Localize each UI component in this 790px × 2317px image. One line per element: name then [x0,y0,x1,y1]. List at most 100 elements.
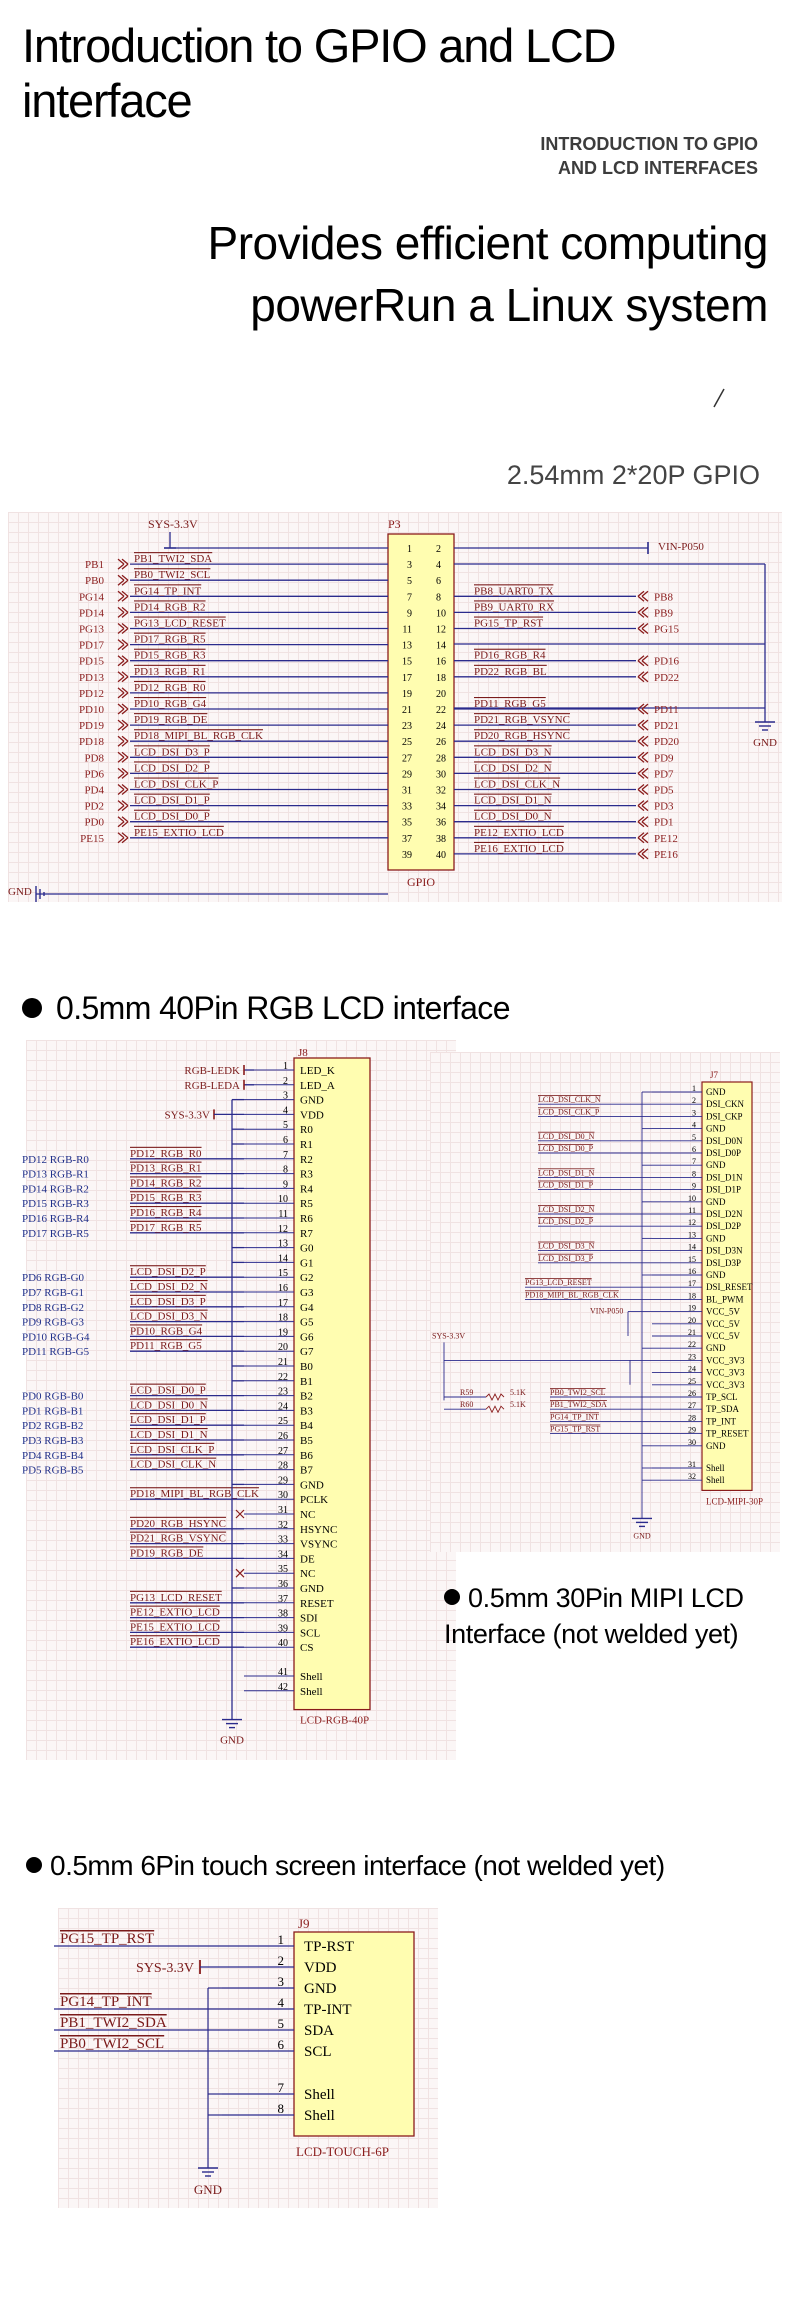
rgb-alias: PD15 RGB-R3 [22,1198,89,1210]
gpio-right-port [637,590,649,602]
gpio-right-port [637,832,649,844]
section-subtitle: INTRODUCTION TO GPIO AND LCD INTERFACES [540,132,758,180]
gpio-pin-number: 16 [436,657,446,668]
mipi-pin-number: 29 [688,1426,696,1435]
rgb-pin-number: 26 [278,1431,288,1442]
mipi-pin-name: TP_SDA [706,1404,740,1414]
rgb-pin-number: 14 [278,1253,288,1264]
gpio-left-net: LCD_DSI_D1_P [134,795,210,807]
rgb-alias: PD1 RGB-B1 [22,1405,83,1417]
mipi-net: LCD_DSI_D0_N [538,1132,595,1141]
rgb-net: PG13_LCD_RESET [130,1592,222,1604]
gpio-left-port-label: PD10 [79,704,105,716]
gpio-left-port [117,671,129,683]
rgb-nc-mark [235,1509,245,1519]
mipi-pin-number: 19 [688,1304,696,1313]
gpio-left-port [117,784,129,795]
gpio-left-port [117,719,129,731]
mipi-pin-number: 2 [692,1096,696,1105]
gpio-pin-number: 12 [436,625,446,636]
gpio-pin-number: 13 [402,641,412,652]
gpio-pin-number: 22 [436,705,446,716]
rgb-pin-number: 3 [283,1091,288,1102]
gpio-left-port [117,751,129,763]
gpio-right-port-label: PD11 [654,704,679,716]
mipi-pin-name: GND [706,1441,726,1451]
mipi-pin-name: TP_SCL [706,1392,738,1402]
gpio-left-port [117,767,129,779]
rgb-pin-number: 5 [283,1120,288,1131]
mipi-ref: J7 [710,1070,719,1080]
gpio-pin-number: 25 [402,737,412,748]
mipi-pin-name: BL_PWM [706,1294,744,1304]
gpio-right-port-label: PB9 [654,607,673,619]
gpio-left-port [117,687,129,699]
rgb-net: PD16_RGB_R4 [130,1207,202,1219]
mipi-pin-name: GND [706,1160,726,1170]
rgb-pin-number: 4 [283,1105,288,1116]
mipi-pin-number: 24 [688,1365,696,1374]
gpio-pin-number: 31 [402,786,412,797]
touch-name: LCD-TOUCH-6P [296,2144,389,2159]
mipi-pin-number: 4 [692,1121,696,1130]
gpio-left-port-label: PD18 [79,736,105,748]
mipi-pin-name: DSI_D0N [706,1136,743,1146]
rgb-net: LCD_DSI_D3_N [130,1311,208,1323]
rgb-pin-number: 40 [278,1638,288,1649]
gpio-right-port-label: PD22 [654,672,679,684]
touch-pin-number: 6 [278,2037,285,2052]
rgb-net: PD14_RGB_R2 [130,1177,202,1189]
subtitle-line-2: AND LCD INTERFACES [557,158,758,178]
rgb-pin-name: CS [300,1642,313,1654]
gpio-right-net: PD20_RGB_HSYNC [474,730,570,742]
rgb-pin-number: 17 [278,1298,288,1309]
rgb-pin-name: VDD [300,1109,324,1121]
gpio-right-net: LCD_DSI_D1_N [474,795,552,807]
rgb-alias: PD8 RGB-G2 [22,1302,84,1314]
gpio-right-port [637,767,649,779]
mipi-pin-name: DSI_D2N [706,1209,743,1219]
rgb-caption: 0.5mm 40Pin RGB LCD interface [56,990,511,1026]
rgb-pin-name: R7 [300,1228,313,1240]
rgb-nc-mark [235,1568,245,1578]
rgb-net: PE16_EXTIO_LCD [130,1636,220,1648]
mipi-pin-name: TP_INT [706,1416,736,1426]
gpio-pin-number: 39 [402,850,412,861]
mipi-pin-number: 8 [692,1169,696,1178]
gpio-right-net: PE16_EXTIO_LCD [474,843,564,855]
gpio-left-port-label: PB1 [85,559,104,571]
rgb-pin-name: G6 [300,1331,314,1343]
mipi-pin-number: 16 [688,1267,696,1276]
touch-net: SYS-3.3V [136,1961,194,1976]
gpio-left-port-label: PD2 [84,801,104,813]
mipi-pin-number: 18 [688,1291,696,1300]
rgb-pin-number: 42 [278,1682,288,1693]
mipi-net: PG15_TP_RST [550,1425,600,1434]
mipi-res-value: 5.1K [510,1400,526,1409]
touch-pin-number: 7 [278,2080,285,2095]
mipi-net: LCD_DSI_CLK_P [538,1107,600,1116]
gpio-right-net: PD16_RGB_R4 [474,650,546,662]
gpio-right-net: PD11_RGB_G5 [474,698,546,710]
mipi-body [701,1081,753,1491]
mipi-pin-name: DSI_D3N [706,1246,743,1256]
gpio-pin-number: 40 [436,850,446,861]
rgb-pin-number: 21 [278,1357,288,1368]
rgb-net: PD18_MIPI_BL_RGB_CLK [130,1488,259,1500]
gpio-right-net: LCD_DSI_D0_N [474,811,552,823]
mipi-pin-number: 31 [688,1460,696,1469]
gpio-left-net: PD17_RGB_R5 [134,634,206,646]
gpio-right-port [637,816,649,828]
rgb-pin-name: B7 [300,1465,313,1477]
mipi-gnd-label: GND [633,1531,651,1540]
rgb-pin-name: GND [300,1095,324,1107]
gpio-right-port [637,848,649,860]
gpio-left-net: PG14_TP_INT [134,585,202,597]
gpio-right-port-label: PE16 [654,849,678,861]
mipi-pin-name: TP_RESET [706,1429,749,1439]
mipi-net: LCD_DSI_D1_N [538,1168,595,1177]
gpio-pin-number: 17 [402,673,412,684]
mipi-pin-number: 10 [688,1194,696,1203]
mipi-name: LCD-MIPI-30P [706,1496,763,1506]
